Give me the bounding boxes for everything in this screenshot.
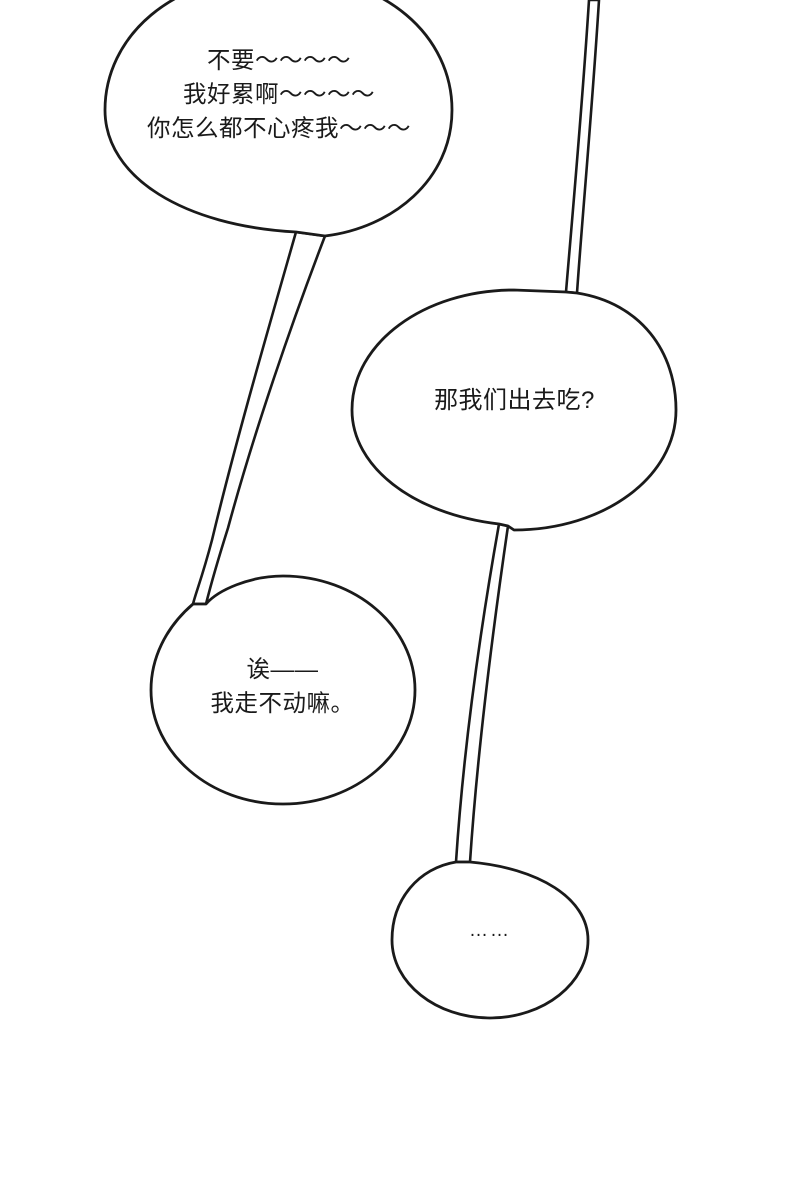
speech-bubble-3 [149,574,417,806]
tail-bubble1-to-bubble3 [191,230,327,606]
speech-bubble-1 [103,0,454,238]
tail-bubble2-to-bubble4 [454,522,510,864]
tail-bubble2-to-offpanel-top [564,0,601,295]
speech-bubble-4 [390,860,590,1020]
speech-bubble-2 [350,288,678,532]
